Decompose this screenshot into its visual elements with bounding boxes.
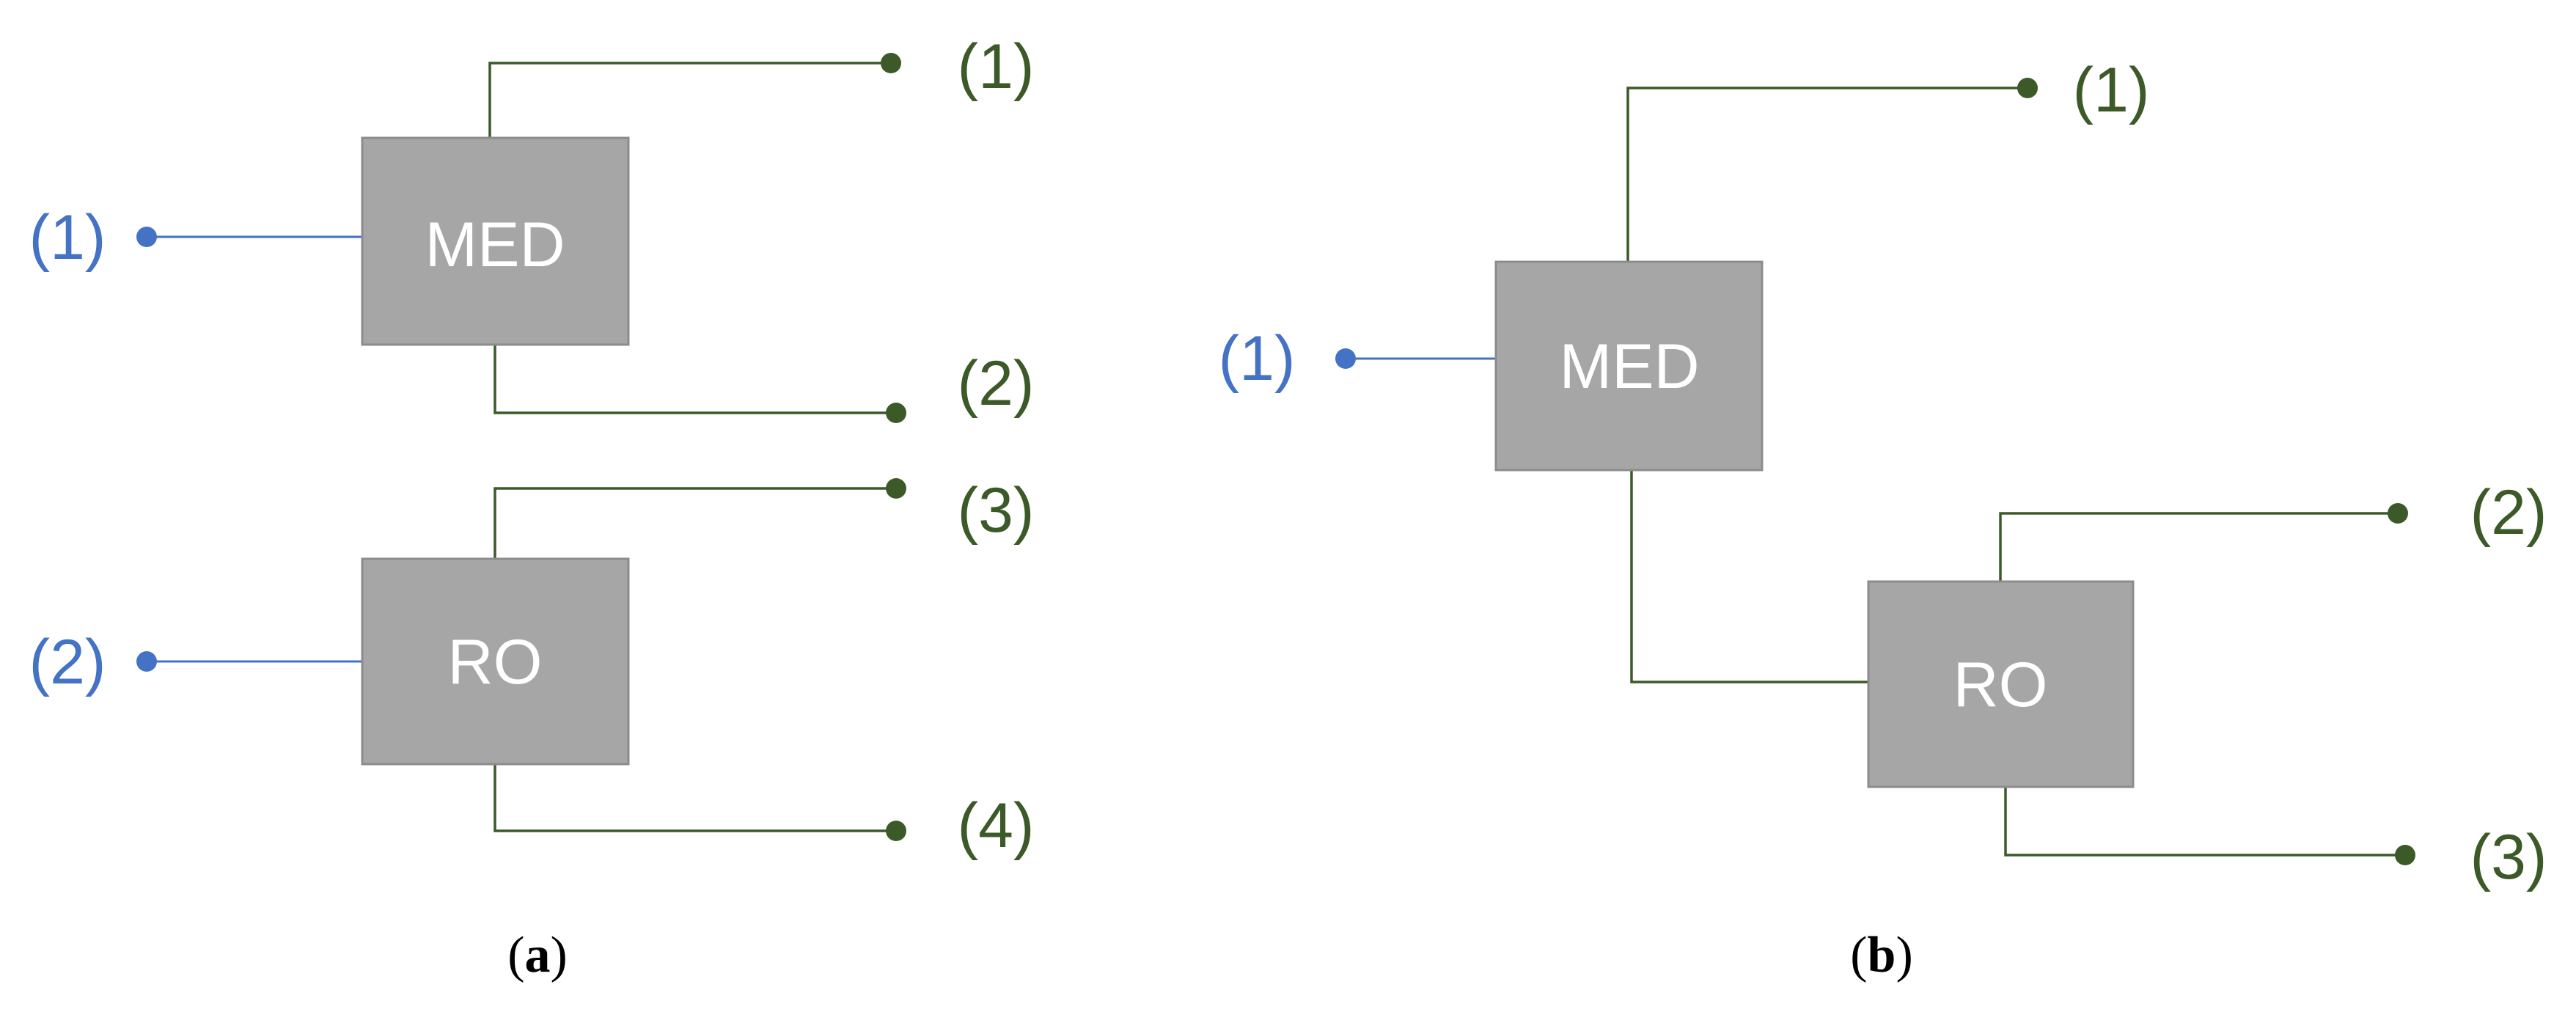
a-output-2-dot — [886, 403, 906, 423]
a-caption: (a) — [507, 927, 568, 983]
b-med-unit — [1494, 260, 1764, 472]
b-med-label: MED — [1559, 331, 1699, 402]
a-output-1-label: (1) — [957, 32, 1034, 102]
a-output-4-label: (4) — [957, 791, 1034, 861]
b-output-1-label: (1) — [2072, 55, 2149, 125]
b-med-to-ro-line — [1630, 470, 1868, 683]
a-output-4-dot — [886, 821, 906, 841]
a-caption-open: ( — [507, 927, 524, 983]
b-output-3-label: (3) — [2470, 822, 2547, 892]
a-ro-label: RO — [448, 627, 543, 697]
diagram-a: MED RO (1) (2) (1) (2) (3) (4) (a) — [29, 32, 1034, 983]
b-caption: (b) — [1850, 927, 1913, 983]
b-input-1-dot — [1335, 348, 1356, 369]
a-caption-letter: a — [525, 927, 551, 983]
b-input-1-label: (1) — [1218, 323, 1295, 394]
diagram-b: MED RO (1) (1) (2) (3) (b) — [1218, 55, 2547, 983]
a-med-unit — [361, 136, 630, 346]
a-input-2-label: (2) — [29, 627, 106, 697]
a-input-1-label: (1) — [29, 202, 106, 273]
a-output-3-label: (3) — [957, 475, 1034, 546]
a-med-label: MED — [425, 210, 565, 280]
a-caption-close: ) — [551, 927, 568, 983]
a-ro-bottom-output-line — [493, 764, 896, 832]
a-med-top-output-line — [488, 62, 891, 138]
a-input-2-dot — [136, 651, 157, 672]
a-output-1-dot — [881, 53, 901, 73]
b-output-2-label: (2) — [2470, 477, 2547, 548]
b-caption-letter: b — [1868, 927, 1896, 983]
b-ro-top-output-line — [1999, 512, 2398, 582]
a-output-2-label: (2) — [957, 348, 1034, 419]
a-output-3-dot — [886, 478, 906, 499]
b-med-top-output-line — [1626, 87, 2028, 262]
b-output-3-dot — [2395, 845, 2415, 865]
b-ro-bottom-output-line — [2004, 787, 2405, 857]
b-caption-open: ( — [1850, 927, 1867, 983]
a-input-1-dot — [136, 227, 157, 247]
b-ro-unit — [1867, 580, 2135, 788]
b-caption-close: ) — [1896, 927, 1912, 983]
a-med-bottom-output-line — [493, 345, 896, 414]
a-ro-top-output-line — [493, 487, 896, 559]
b-output-1-dot — [2017, 78, 2038, 98]
b-ro-label: RO — [1953, 650, 2048, 720]
a-ro-unit — [361, 557, 630, 766]
b-output-2-dot — [2388, 503, 2408, 524]
